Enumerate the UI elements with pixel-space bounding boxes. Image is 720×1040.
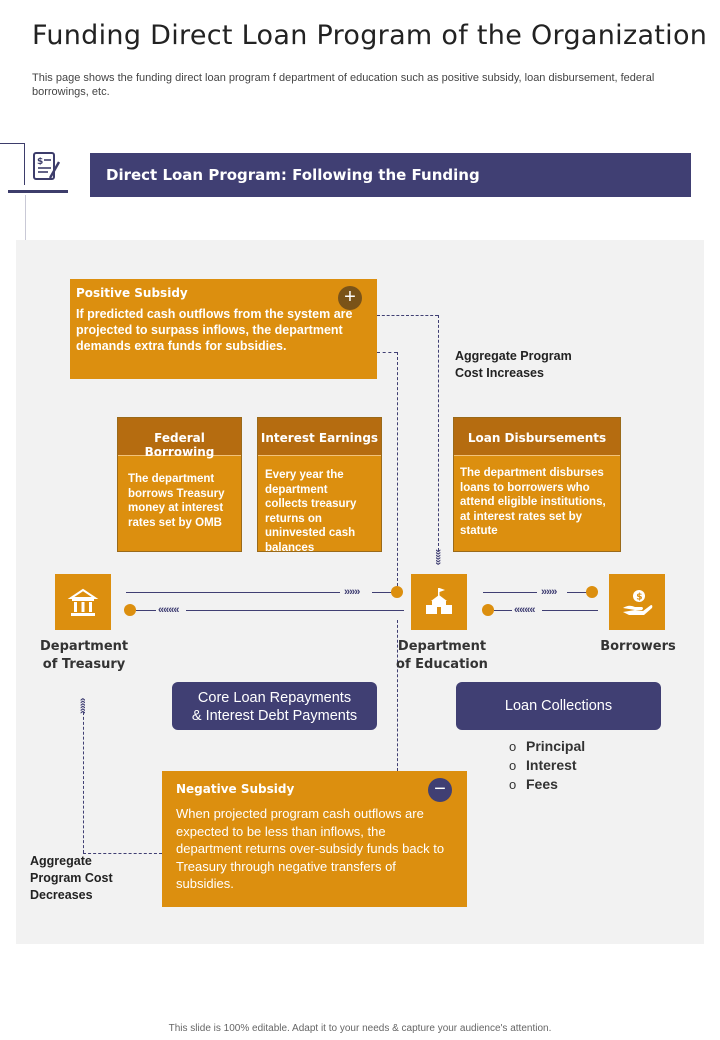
document-dollar-icon: $ (33, 152, 61, 180)
side-connector-line (24, 143, 25, 185)
federal-borrowing-card: Federal Borrowing The department borrows… (117, 417, 242, 552)
aggregate-cost-decreases: Aggregate Program Cost Decreases (30, 854, 113, 902)
card-body: The department borrows Treasury money at… (128, 473, 225, 529)
loan-collections-pill: Loan Collections (456, 682, 661, 730)
up-arrow: »»» (77, 698, 89, 714)
card-body: Every year the department collects treas… (265, 469, 357, 554)
flow-line (186, 610, 404, 611)
side-connector-line (0, 143, 25, 144)
right-arrow: »»» (344, 586, 360, 598)
plus-icon: + (338, 286, 362, 310)
flow-line (136, 610, 156, 611)
aggregate-cost-increases: Aggregate Program Cost Increases (455, 349, 572, 380)
card-body: The department disburses loans to borrow… (460, 467, 606, 537)
positive-subsidy-title: Positive Subsidy (76, 286, 188, 300)
icon-underline (8, 190, 68, 193)
card-title: Interest Earnings (258, 418, 381, 456)
dashed-connector (377, 352, 397, 353)
list-item: Principal (509, 737, 585, 756)
list-item: Fees (509, 775, 585, 794)
right-arrow: »»» (541, 586, 557, 598)
bank-icon (55, 574, 111, 630)
connector-dot (586, 586, 598, 598)
core-loan-repayments-pill: Core Loan Repayments & Interest Debt Pay… (172, 682, 377, 730)
positive-subsidy-box: Positive Subsidy If predicted cash outfl… (70, 279, 377, 379)
flow-line (494, 610, 512, 611)
card-title: Loan Disbursements (454, 418, 620, 456)
education-label: Department of Education (396, 639, 488, 672)
flow-line (372, 592, 392, 593)
negative-subsidy-box: Negative Subsidy When projected program … (162, 771, 467, 907)
negative-subsidy-title: Negative Subsidy (176, 782, 295, 796)
interest-earnings-card: Interest Earnings Every year the departm… (257, 417, 382, 554)
connector-dot (482, 604, 494, 616)
negative-subsidy-body: When projected program cash outflows are… (176, 806, 445, 891)
page-title: Funding Direct Loan Program of the Organ… (32, 20, 708, 51)
dashed-connector (397, 352, 398, 586)
down-arrow: »»» (432, 549, 444, 565)
loan-collections-list: Principal Interest Fees (509, 737, 585, 794)
flow-line (483, 592, 537, 593)
list-item: Interest (509, 756, 585, 775)
svg-text:$: $ (37, 157, 43, 167)
svg-text:$: $ (636, 593, 642, 603)
borrowers-label: Borrowers (600, 639, 676, 654)
page-subtitle: This page shows the funding direct loan … (32, 72, 655, 98)
treasury-label: Department of Treasury (40, 639, 129, 672)
minus-icon: − (428, 778, 452, 802)
flow-line (542, 610, 598, 611)
left-arrow: «««« (514, 604, 536, 616)
dashed-connector (377, 315, 438, 316)
dashed-connector (83, 853, 162, 854)
positive-subsidy-body: If predicted cash outflows from the syst… (76, 307, 353, 353)
connector-dot (391, 586, 403, 598)
loan-disbursements-card: Loan Disbursements The department disbur… (453, 417, 621, 552)
connector-dot (124, 604, 136, 616)
flow-line (567, 592, 587, 593)
dashed-connector (83, 712, 84, 853)
left-arrow: «««« (158, 604, 180, 616)
card-title: Federal Borrowing (118, 418, 241, 459)
footer-note: This slide is 100% editable. Adapt it to… (168, 1023, 552, 1034)
dashed-connector (397, 620, 398, 771)
school-icon (411, 574, 467, 630)
flow-line (126, 592, 340, 593)
dashed-connector (438, 315, 439, 551)
money-hand-icon: $ (609, 574, 665, 630)
section-banner: Direct Loan Program: Following the Fundi… (90, 153, 691, 197)
